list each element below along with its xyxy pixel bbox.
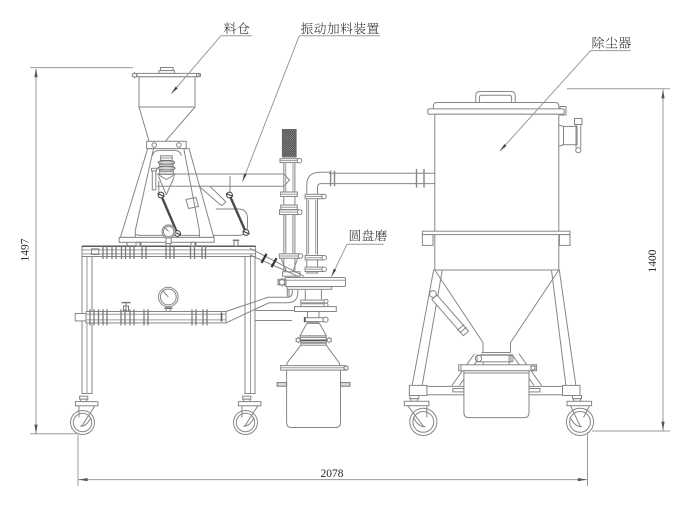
svg-text:1497: 1497 [20, 238, 32, 261]
svg-text:1400: 1400 [647, 249, 659, 272]
svg-text:2078: 2078 [321, 468, 344, 480]
